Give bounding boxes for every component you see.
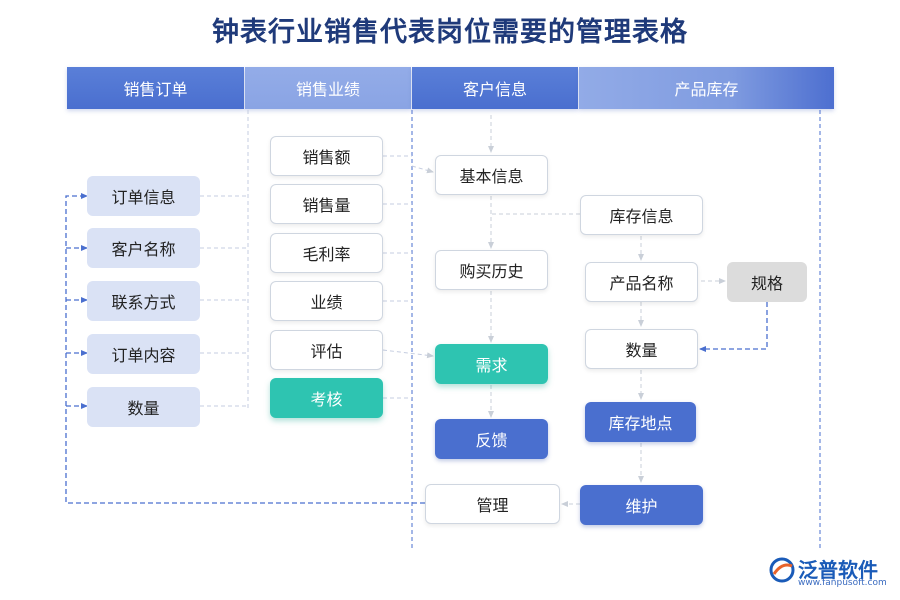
node-label: 评估 bbox=[310, 342, 343, 361]
node-label: 毛利率 bbox=[302, 245, 351, 264]
node-label: 订单内容 bbox=[111, 346, 176, 365]
node-order-info: 订单信息 bbox=[87, 176, 200, 216]
node-contact-method: 联系方式 bbox=[87, 281, 200, 321]
node-maintenance: 维护 bbox=[580, 485, 703, 525]
loop-line bbox=[65, 193, 425, 504]
header-label: 销售业绩 bbox=[295, 80, 360, 99]
header-label: 客户信息 bbox=[462, 80, 527, 99]
node-label: 考核 bbox=[310, 390, 343, 409]
node-performance: 业绩 bbox=[270, 281, 383, 321]
node-specification: 规格 bbox=[727, 262, 807, 302]
node-label: 订单信息 bbox=[111, 188, 176, 207]
node-label: 反馈 bbox=[475, 431, 508, 450]
node-product-name: 产品名称 bbox=[585, 262, 698, 302]
node-management: 管理 bbox=[425, 484, 560, 524]
logo-name: 泛普软件 bbox=[798, 558, 878, 582]
node-label: 库存地点 bbox=[608, 414, 673, 433]
node-quantity-inventory: 数量 bbox=[585, 329, 698, 369]
node-label: 产品名称 bbox=[609, 274, 674, 293]
node-evaluation: 评估 bbox=[270, 330, 383, 370]
brand-logo: 泛普软件 www.fanpusoft.com bbox=[768, 552, 893, 592]
node-sales-volume: 销售量 bbox=[270, 184, 383, 224]
node-demand: 需求 bbox=[435, 344, 548, 384]
header-product-inventory: 产品库存 bbox=[579, 67, 834, 109]
header-sales-orders: 销售订单 bbox=[67, 67, 244, 109]
node-label: 数量 bbox=[127, 399, 160, 418]
node-label: 基本信息 bbox=[459, 167, 524, 186]
node-label: 销售量 bbox=[302, 196, 351, 215]
node-label: 业绩 bbox=[310, 293, 343, 312]
node-label: 需求 bbox=[475, 356, 508, 375]
node-label: 管理 bbox=[476, 496, 509, 515]
node-feedback: 反馈 bbox=[435, 419, 548, 459]
node-sales-amount: 销售额 bbox=[270, 136, 383, 176]
header-label: 销售订单 bbox=[123, 80, 188, 99]
node-customer-name: 客户名称 bbox=[87, 228, 200, 268]
node-purchase-history: 购买历史 bbox=[435, 250, 548, 290]
node-basic-info: 基本信息 bbox=[435, 155, 548, 195]
node-label: 销售额 bbox=[302, 148, 351, 167]
node-label: 联系方式 bbox=[111, 293, 176, 312]
node-label: 客户名称 bbox=[111, 240, 176, 259]
header-sales-performance: 销售业绩 bbox=[245, 67, 411, 109]
logo-icon bbox=[769, 557, 795, 583]
header-customer-info: 客户信息 bbox=[412, 67, 578, 109]
node-label: 规格 bbox=[750, 274, 783, 293]
node-order-content: 订单内容 bbox=[87, 334, 200, 374]
node-quantity-order: 数量 bbox=[87, 387, 200, 427]
node-label: 购买历史 bbox=[459, 262, 524, 281]
page-title: 钟表行业销售代表岗位需要的管理表格 bbox=[212, 17, 688, 48]
header-label: 产品库存 bbox=[674, 80, 739, 99]
node-label: 库存信息 bbox=[609, 207, 674, 226]
node-inventory-location: 库存地点 bbox=[585, 402, 696, 442]
node-label: 维护 bbox=[625, 497, 658, 516]
node-gross-margin: 毛利率 bbox=[270, 233, 383, 273]
node-inventory-info: 库存信息 bbox=[580, 195, 703, 235]
logo-url: www.fanpusoft.com bbox=[798, 578, 887, 588]
node-label: 数量 bbox=[625, 341, 658, 360]
node-assessment: 考核 bbox=[270, 378, 383, 418]
